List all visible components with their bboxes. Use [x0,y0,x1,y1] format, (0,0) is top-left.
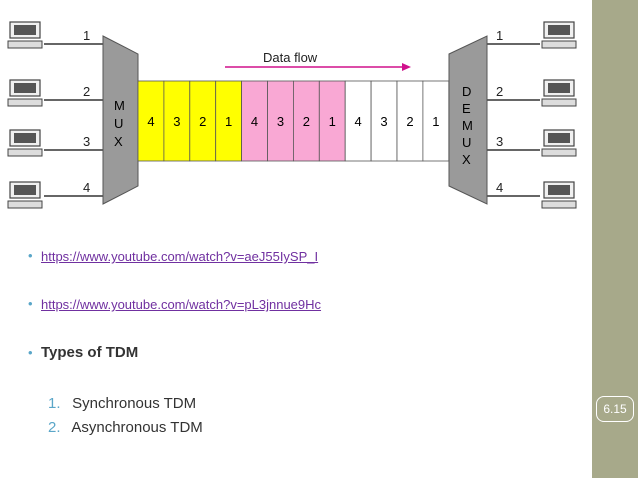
demux-letter: X [462,152,471,167]
youtube-link-1[interactable]: https://www.youtube.com/watch?v=aeJ55IyS… [41,249,318,265]
mux-letter: M [114,98,125,113]
computer-icon [542,22,576,48]
frame-slot-label: 2 [406,114,413,129]
mux-letter: U [114,116,123,131]
data-flow-arrowhead [402,63,411,71]
bullet-dot: • [28,296,33,311]
input-line-label: 3 [83,134,90,149]
tdm-frames: 4 3 2 1 4 3 2 1 4 3 2 1 [138,81,449,161]
computer-icon [8,22,42,48]
output-links [487,44,540,196]
frame-slot-label: 3 [380,114,387,129]
output-line-label: 2 [496,84,503,99]
computer-icon [542,80,576,106]
frame-slot-label: 1 [329,114,336,129]
frame-slot-label: 4 [355,114,362,129]
frame-slot-label: 3 [173,114,180,129]
tdm-diagram: 1 2 3 4 1 2 3 4 M U X D E M U X Data flo… [0,0,592,225]
youtube-link-2[interactable]: https://www.youtube.com/watch?v=pL3jnnue… [41,297,321,313]
input-line-label: 2 [83,84,90,99]
computer-icon [8,80,42,106]
demux-letter: M [462,118,473,133]
list-item: 1. Synchronous TDM [48,394,203,418]
bullet-dot: • [28,248,33,263]
output-line-label: 4 [496,180,503,195]
output-line-label: 3 [496,134,503,149]
computer-icon [542,182,576,208]
output-line-label: 1 [496,28,503,43]
frame-slot-label: 2 [199,114,206,129]
frame-slot-label: 4 [147,114,154,129]
list-text: Synchronous TDM [72,395,196,412]
computer-icon [8,130,42,156]
frame-slot-label: 2 [303,114,310,129]
computer-icon [542,130,576,156]
bullet-item: • https://www.youtube.com/watch?v=pL3jnn… [28,296,321,314]
bullet-dot: • [28,345,33,360]
input-line-label: 4 [83,180,90,195]
mux-letter: X [114,134,123,149]
list-number: 1. [48,394,68,414]
input-links [44,44,103,196]
slide-number: 6.15 [596,396,634,422]
frame-slot-label: 3 [277,114,284,129]
list-item: 2. Asynchronous TDM [48,418,203,442]
bullet-item: • Types of TDM [28,344,138,362]
computer-icon [8,182,42,208]
frame-slot-label: 1 [225,114,232,129]
tdm-types-heading: Types of TDM [41,344,138,362]
demux-letter: U [462,135,471,150]
bullet-item: • https://www.youtube.com/watch?v=aeJ55I… [28,248,318,266]
tdm-types-list: 1. Synchronous TDM 2. Asynchronous TDM [48,394,203,442]
frame-slot-label: 4 [251,114,258,129]
input-line-label: 1 [83,28,90,43]
demux-letter: E [462,101,471,116]
frame-slot-label: 1 [432,114,439,129]
data-flow-label: Data flow [263,50,318,65]
list-number: 2. [48,418,68,438]
demux-letter: D [462,84,471,99]
list-text: Asynchronous TDM [71,419,202,436]
